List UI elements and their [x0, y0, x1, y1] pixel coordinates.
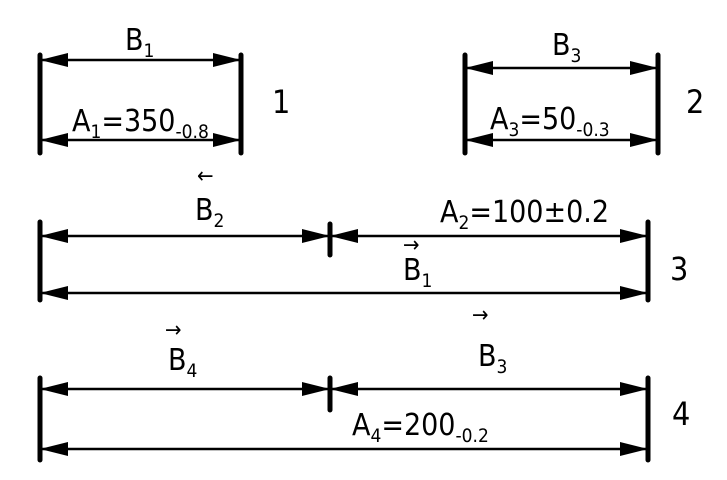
label-a2: A2=100±0.2	[440, 195, 609, 234]
arrowhead-right	[620, 442, 648, 456]
arrowhead-left	[40, 133, 68, 147]
arrowhead-left	[330, 229, 358, 243]
arrowhead-right	[302, 229, 330, 243]
label-a1: A1=350-0.8	[72, 104, 209, 143]
arrowhead-left	[40, 53, 68, 67]
arrowhead-left	[40, 286, 68, 300]
arrowhead-left	[40, 442, 68, 456]
group-3: ← B2 A2=100±0.2 → B1 3	[37, 164, 688, 303]
group-2: B3 A3=50-0.3 2	[462, 28, 704, 156]
arrowhead-right	[213, 53, 241, 67]
arrowhead-right	[620, 286, 648, 300]
label-b1: B1	[403, 253, 432, 292]
label-b2: B2	[195, 193, 224, 232]
arrowhead-right	[630, 61, 658, 75]
vector-arrow-right-icon: →	[165, 318, 182, 343]
vector-arrow-right-icon: →	[472, 303, 489, 328]
group-4: → B4 → B3 A4=200-0.2 4	[37, 303, 690, 463]
arrowhead-right	[620, 382, 648, 396]
vector-arrow-right-icon: →	[403, 233, 420, 258]
arrowhead-right	[630, 133, 658, 147]
arrowhead-right	[213, 133, 241, 147]
label-a4: A4=200-0.2	[352, 408, 489, 447]
arrowhead-left	[465, 61, 493, 75]
arrowhead-right	[302, 382, 330, 396]
group-number: 3	[670, 250, 688, 288]
group-number: 1	[272, 83, 290, 121]
group-number: 4	[672, 395, 690, 433]
label-b3: B3	[552, 28, 581, 67]
label-b1: B1	[125, 23, 154, 62]
vector-arrow-left-icon: ←	[197, 164, 214, 189]
arrowhead-left	[40, 382, 68, 396]
label-a3: A3=50-0.3	[490, 102, 610, 141]
label-b3: B3	[478, 339, 507, 378]
arrowhead-left	[40, 229, 68, 243]
group-number: 2	[686, 83, 704, 121]
arrowhead-left	[465, 133, 493, 147]
arrowhead-right	[620, 229, 648, 243]
label-b4: B4	[168, 343, 197, 382]
group-1: B1 A1=350-0.8 1	[37, 23, 290, 156]
arrowhead-left	[330, 382, 358, 396]
